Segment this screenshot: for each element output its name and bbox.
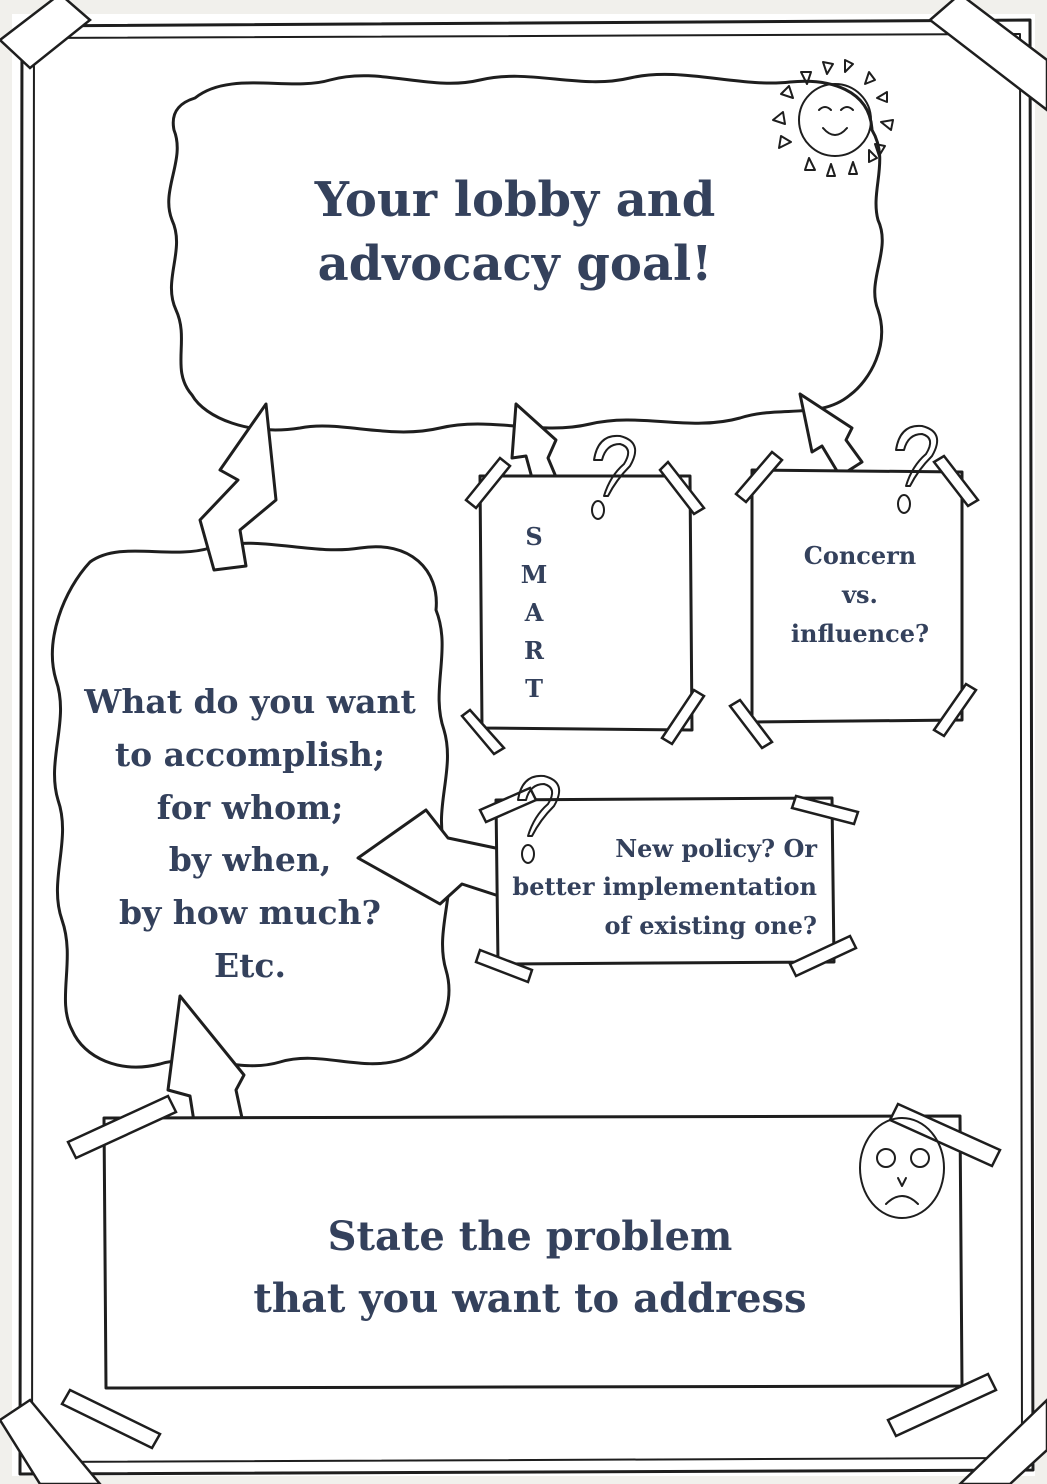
smart-letter-a: A [524, 597, 544, 627]
concern-question: Concern vs. influence? [790, 541, 930, 649]
accomplish-cloud [51, 541, 451, 1069]
policy-question: New policy? Or better implementation of … [512, 834, 817, 940]
smart-acronym: S M A R T [510, 518, 558, 708]
problem-statement: State the problem that you want to addre… [253, 1213, 807, 1322]
problem-note [60, 1094, 1002, 1450]
smart-letter-m: M [520, 559, 548, 589]
sad-face-icon [859, 1117, 945, 1219]
concern-note [728, 450, 980, 750]
smart-letter-s: S [525, 522, 543, 551]
smart-note [460, 456, 706, 756]
policy-note [474, 786, 860, 984]
smart-letter-t: T [525, 673, 543, 703]
sun-icon [772, 59, 894, 177]
goal-title: Your lobby and advocacy goal! [314, 172, 716, 293]
question-mark-icon [517, 774, 561, 864]
question-mark-icon [895, 424, 939, 514]
arrow-cloud-to-goal [198, 402, 278, 572]
arrow-concern-to-goal [798, 392, 864, 478]
accomplish-questions: What do you want to accomplish; for whom… [84, 682, 416, 985]
smart-letter-r: R [524, 635, 544, 665]
question-mark-icon [591, 434, 637, 520]
